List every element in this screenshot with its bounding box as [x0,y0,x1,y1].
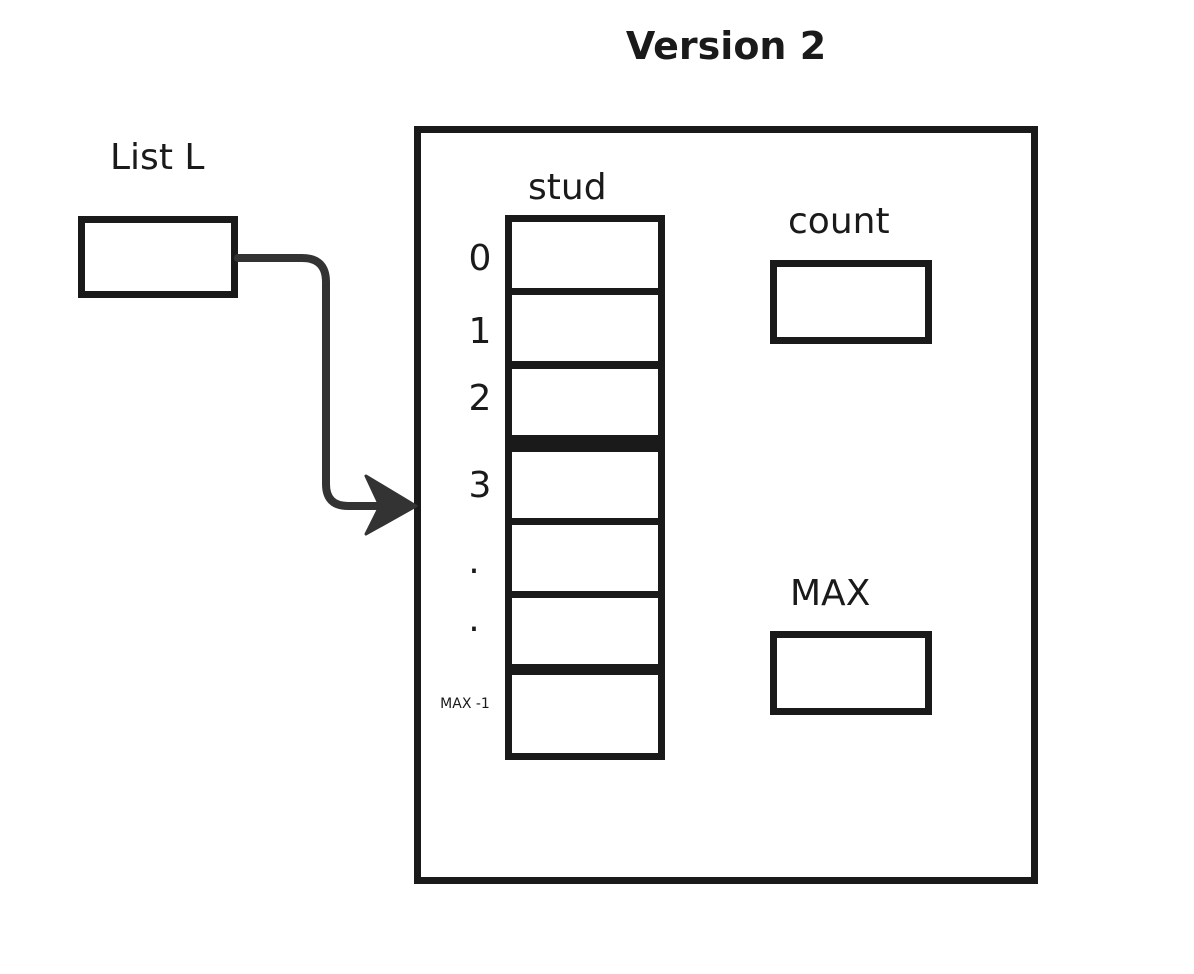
max-label: MAX [790,573,871,614]
index-label-dot-1: . [468,541,480,582]
index-label-0: 0 [468,238,492,279]
max-box [770,631,932,715]
index-label-1: 1 [468,311,492,352]
index-label-2: 2 [468,378,492,419]
count-label: count [788,201,890,242]
pointer-arrow-line [234,254,384,510]
struct-container [414,126,1038,884]
pointer-arrow-head [364,474,418,536]
count-box [770,260,932,344]
array-cell-6 [505,668,665,760]
index-label-max-minus-1: MAX -1 [440,696,490,712]
array-cell-5 [505,591,665,671]
list-label: List L [110,137,205,178]
index-label-dot-2: . [468,599,480,640]
stud-label: stud [528,167,607,208]
diagram-title: Version 2 [625,24,827,68]
index-label-3: 3 [468,465,492,506]
